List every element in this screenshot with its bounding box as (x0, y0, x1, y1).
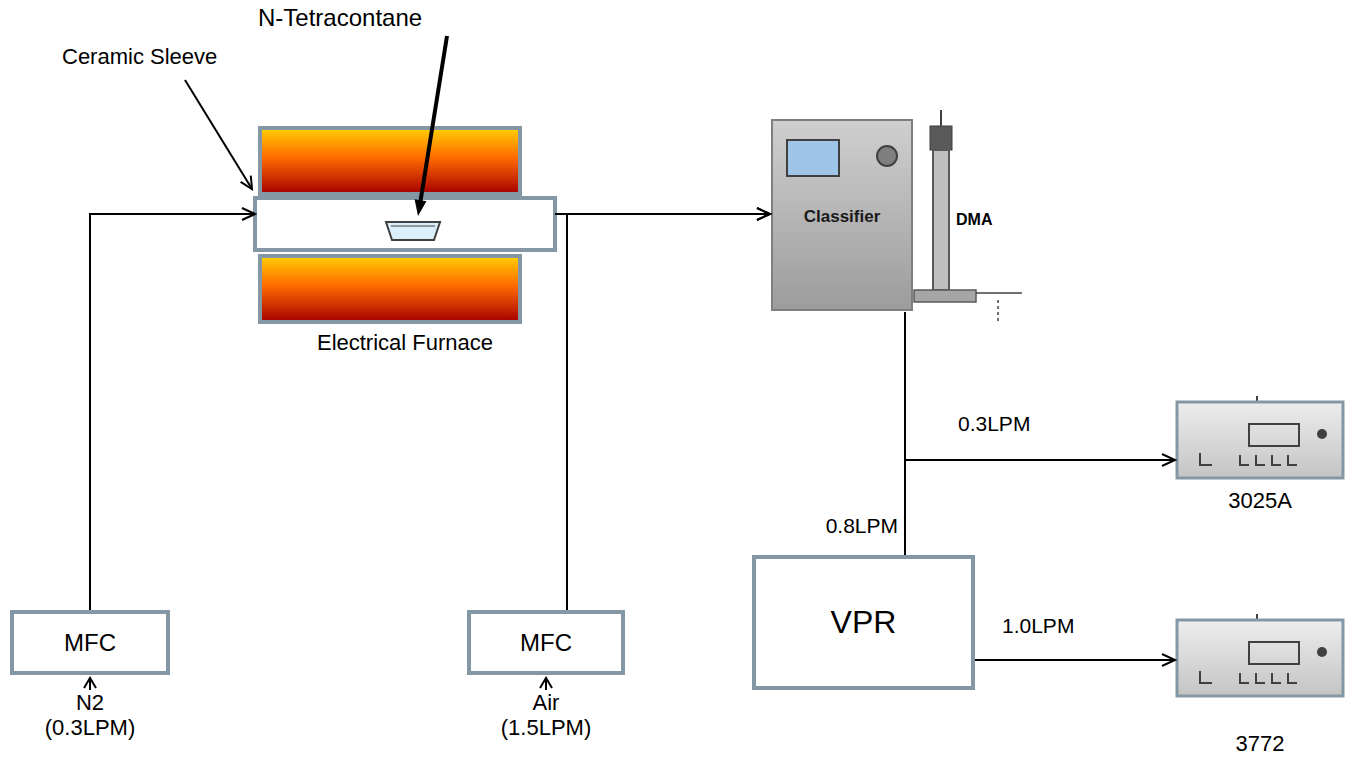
arrowhead (242, 208, 255, 220)
sample-boat (386, 222, 440, 240)
supply-arrowhead (84, 678, 96, 688)
heater-element (260, 256, 520, 322)
particle-counter (1177, 620, 1343, 696)
flow-line (905, 312, 1175, 466)
material-label: N-Tetracontane (258, 4, 422, 32)
dma-inlet (940, 110, 942, 126)
counter-knob (1317, 429, 1327, 439)
leader-line (185, 80, 252, 189)
particle-counter (1177, 402, 1343, 478)
flow-rate-label: 0.3LPM (958, 412, 1030, 436)
flow-line (975, 654, 1175, 666)
dma-line (997, 300, 999, 322)
furnace-group: Electrical Furnace (255, 125, 555, 357)
sample-boat (391, 226, 435, 227)
leader-line (421, 36, 448, 201)
instrument-label: 3772 (1236, 731, 1285, 756)
flow-line (567, 208, 770, 610)
classifier-label: Classifier (804, 207, 881, 227)
counter-knob (1317, 647, 1327, 657)
flow-line (90, 208, 255, 610)
counter-buttons (1200, 453, 1297, 465)
cpc-instrument: 3025A (1175, 398, 1345, 514)
classifier-body (772, 120, 912, 310)
part-label: Ceramic Sleeve (62, 44, 217, 69)
classifier-knob (877, 146, 897, 166)
supply-arrowhead (540, 678, 552, 688)
counter-display (1249, 424, 1299, 446)
counter-display (1249, 642, 1299, 664)
gas-supply-label: Air (1.5LPM) (494, 690, 598, 741)
mfc-box: MFC (10, 610, 170, 675)
arrowhead (1162, 654, 1175, 666)
instrument-label: 3025A (1228, 488, 1292, 513)
gas-supply-label: N2 (0.3LPM) (38, 690, 142, 741)
dma-base (914, 290, 976, 302)
leader-arrowhead (415, 199, 427, 216)
flow-line (567, 214, 770, 610)
dma-label: DMA (956, 211, 992, 229)
heater-element (260, 128, 520, 194)
arrowhead (1162, 454, 1175, 466)
flow-line (905, 312, 1175, 460)
furnace-label: Electrical Furnace (317, 330, 493, 355)
dma-column (933, 150, 949, 290)
flow-line (975, 659, 1175, 661)
flow-line (904, 312, 906, 555)
mfc-box: MFC (467, 610, 625, 675)
vpr-label: VPR (831, 604, 897, 641)
cpc-instrument: 3772 (1175, 615, 1345, 757)
dma-line (976, 292, 1022, 294)
flow-line (905, 312, 906, 555)
vpr-box: VPR (752, 555, 975, 690)
flow-rate-label: 1.0LPM (1002, 614, 1074, 638)
mfc-label: MFC (520, 629, 572, 657)
mfc-label: MFC (64, 629, 116, 657)
classifier-screen (787, 140, 839, 176)
arrowhead (757, 208, 770, 220)
classifier-instrument: Classifier DMA (770, 115, 1025, 312)
leader-arrowhead (241, 176, 252, 189)
counter-buttons (1200, 671, 1297, 683)
ceramic-tube (255, 198, 555, 250)
dma-cap (930, 126, 952, 150)
flow-rate-label: 0.8LPM (826, 514, 898, 538)
flow-line (90, 214, 255, 610)
